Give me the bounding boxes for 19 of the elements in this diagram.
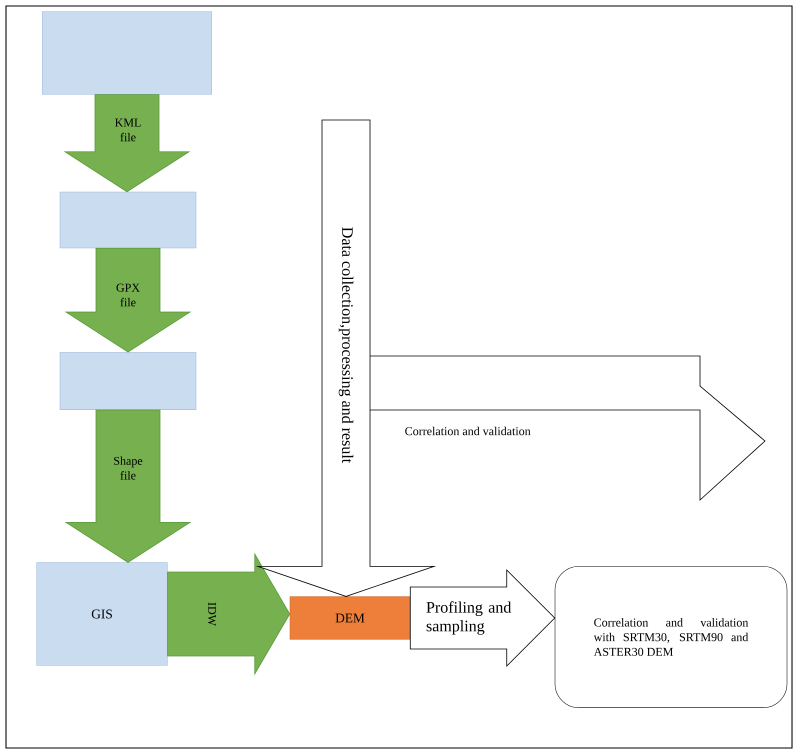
block-arrow [64,410,192,563]
block-arrow [256,120,436,597]
edge-label: Profiling and sampling [426,601,512,635]
block-arrow [410,569,556,667]
edge-label: GPX file [116,284,140,306]
block-arrow [64,248,192,353]
process-box: DEM [290,596,410,640]
process-box [42,11,212,95]
block-arrow [64,94,190,192]
process-box: GIS [36,562,168,666]
result-box: Correlation and validation with SRTM30, SRTM90 and ASTER30 DEM [554,566,788,708]
block-arrow [167,552,290,676]
process-box [60,192,196,248]
arrow-label: Correlation and validation [405,426,531,436]
edge-label: Data collection,processing and result [338,227,354,464]
edge-label: KML file [115,118,141,142]
edge-label: Shape file [114,456,142,480]
process-box [60,352,196,410]
edge-label: IDW [208,602,216,626]
